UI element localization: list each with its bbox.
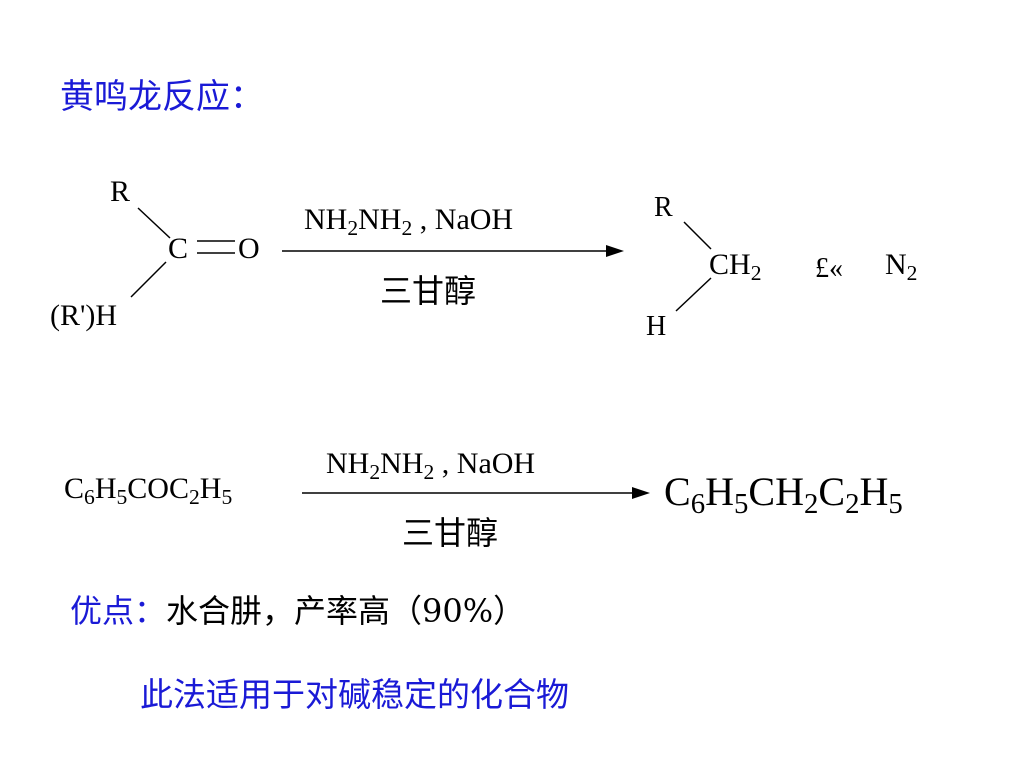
applicability-note: 此法适用于对碱稳定的化合物: [140, 675, 569, 714]
reactant-r-group: R: [110, 175, 131, 208]
arrow-1-head: [606, 245, 624, 257]
reactant-h-group: (R')H: [50, 301, 117, 331]
advantage-label: 优点：: [70, 592, 167, 630]
bond-r-c: [137, 207, 171, 239]
byproduct-n2: N2: [885, 248, 918, 286]
advantage-text: 水合肼，产率高（90%）: [166, 592, 526, 630]
product-2-formula: C6H5CH2C2H5: [664, 469, 903, 521]
reagent-2-solvent: 三甘醇: [402, 514, 499, 552]
plus-sign: £«: [815, 253, 843, 284]
bond-r-ch2: [683, 221, 712, 250]
product-r-group: R: [654, 192, 673, 223]
product-ch2: CH2: [709, 248, 762, 286]
product-h-group: H: [646, 311, 667, 342]
reagent-1-top: NH2NH2 , NaOH: [304, 203, 514, 241]
carbonyl-carbon: C: [168, 232, 189, 265]
reactant-2-formula: C6H5COC2H5: [64, 472, 233, 510]
carbonyl-oxygen: O: [238, 232, 260, 265]
arrow-2-head: [632, 487, 650, 499]
hydrogen-label: H: [95, 299, 118, 332]
bond-c-h: [130, 261, 167, 298]
reagent-2-top: NH2NH2 , NaOH: [326, 447, 536, 485]
bond-ch2-h: [675, 277, 712, 312]
r-prime-label: (R'): [50, 299, 96, 332]
reagent-1-solvent: 三甘醇: [380, 272, 477, 310]
advantage-line: 优点：水合肼，产率高（90%）: [70, 595, 525, 627]
page-title: 黄鸣龙反应：: [60, 77, 264, 117]
